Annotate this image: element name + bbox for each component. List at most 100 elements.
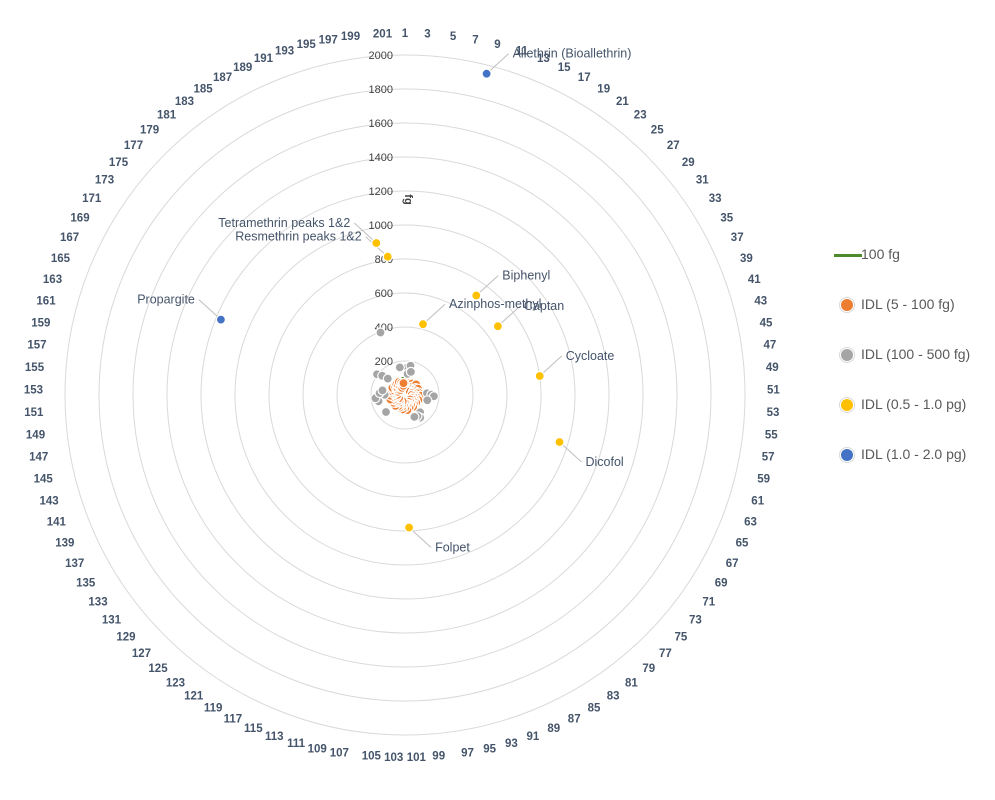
spoke-label: 71 xyxy=(702,596,715,608)
spoke-label: 183 xyxy=(175,96,194,108)
grid-ring xyxy=(166,156,644,634)
spoke-label: 39 xyxy=(740,253,753,265)
grid-ring xyxy=(200,190,610,600)
spoke-label: 193 xyxy=(275,45,294,57)
legend-label: IDL (100 - 500 fg) xyxy=(861,346,971,362)
spoke-label: 107 xyxy=(330,748,349,760)
spoke-label: 7 xyxy=(472,34,478,46)
spoke-label: 81 xyxy=(625,678,638,690)
spoke-label: 87 xyxy=(568,713,581,725)
legend-item-reference: 100 fg xyxy=(828,238,993,288)
spoke-label: 67 xyxy=(726,558,739,570)
spoke-label: 197 xyxy=(319,34,338,46)
spoke-label: 99 xyxy=(432,750,445,762)
spoke-label: 1 xyxy=(402,28,409,40)
spoke-label: 61 xyxy=(751,495,764,507)
spoke-label: 137 xyxy=(65,558,84,570)
data-point-series-1 xyxy=(394,362,405,373)
spoke-label: 187 xyxy=(213,72,232,84)
spoke-label: 177 xyxy=(124,140,143,152)
spoke-label: 133 xyxy=(88,596,107,608)
spoke-label: 189 xyxy=(233,62,252,74)
grid-ring xyxy=(302,292,508,498)
spoke-label: 111 xyxy=(287,738,306,750)
spoke-label: 199 xyxy=(341,31,360,43)
spoke-label: 145 xyxy=(34,474,54,486)
point-callout-label: Tetramethrin peaks 1&2 xyxy=(218,216,350,230)
spoke-label: 83 xyxy=(607,691,620,703)
data-point-series-2 xyxy=(371,237,382,249)
spoke-label: 103 xyxy=(384,752,403,764)
spoke-label: 171 xyxy=(82,193,102,205)
data-point-series-1 xyxy=(377,385,388,396)
radial-tick-label: 1000 xyxy=(369,220,393,232)
spoke-label: 69 xyxy=(715,578,728,590)
spoke-label: 173 xyxy=(95,175,114,187)
point-callout-label: Azinphos-methyl xyxy=(449,297,541,311)
spoke-label: 121 xyxy=(184,691,204,703)
spoke-label: 127 xyxy=(132,648,151,660)
grid-ring xyxy=(370,360,440,430)
spoke-label: 27 xyxy=(667,140,680,152)
data-point-series-1 xyxy=(405,366,416,377)
spoke-label: 21 xyxy=(616,96,629,108)
legend-label: 100 fg xyxy=(861,246,900,262)
spoke-label: 49 xyxy=(766,362,779,374)
spoke-label: 125 xyxy=(148,663,168,675)
point-callout-label: Allethrin (Bioallethrin) xyxy=(513,47,632,61)
spoke-label: 157 xyxy=(27,340,46,352)
data-point-series-2 xyxy=(404,522,415,533)
radial-unit-label: fg xyxy=(402,194,414,204)
spoke-label: 73 xyxy=(689,614,702,626)
spoke-label: 51 xyxy=(767,384,780,396)
spoke-label: 113 xyxy=(265,731,284,743)
data-point-series-1 xyxy=(422,395,433,406)
spoke-label: 149 xyxy=(26,429,45,441)
legend-dot-swatch xyxy=(840,348,854,362)
spoke-label: 93 xyxy=(505,738,518,750)
spoke-label: 57 xyxy=(762,452,775,464)
point-callout-label: Resmethrin peaks 1&2 xyxy=(235,230,362,244)
data-point-series-1 xyxy=(375,327,386,338)
spoke-label: 79 xyxy=(642,663,655,675)
radial-tick-label: 1600 xyxy=(369,118,393,130)
spoke-label: 55 xyxy=(765,429,778,441)
spoke-label: 135 xyxy=(76,578,96,590)
spoke-label: 185 xyxy=(194,83,214,95)
spoke-label: 129 xyxy=(116,632,135,644)
grid-ring xyxy=(132,122,678,668)
point-callout-label: Dicofol xyxy=(586,455,624,469)
spoke-label: 163 xyxy=(43,274,62,286)
spoke-label: 179 xyxy=(140,124,159,136)
legend-dot-swatch xyxy=(840,298,854,312)
spoke-label: 35 xyxy=(720,212,733,224)
spoke-label: 155 xyxy=(25,362,45,374)
spoke-label: 59 xyxy=(757,474,770,486)
radial-tick-label: 2000 xyxy=(369,50,393,62)
legend-dot-swatch xyxy=(840,448,854,462)
spoke-label: 159 xyxy=(31,317,50,329)
grid-ring xyxy=(268,258,542,532)
legend-line-swatch xyxy=(834,254,862,257)
data-point-series-2 xyxy=(534,370,545,382)
spoke-label: 151 xyxy=(24,407,44,419)
spoke-label: 19 xyxy=(597,83,610,95)
spoke-label: 139 xyxy=(55,538,74,550)
data-point-series-1 xyxy=(380,406,392,418)
radial-tick-label: 600 xyxy=(375,288,393,300)
data-points xyxy=(215,68,565,533)
spoke-label: 169 xyxy=(70,212,89,224)
radial-tick-label: 200 xyxy=(375,356,393,368)
spoke-label: 153 xyxy=(24,384,43,396)
grid-ring xyxy=(336,326,474,464)
legend-label: IDL (5 - 100 fg) xyxy=(861,296,955,312)
spoke-label: 31 xyxy=(696,175,709,187)
spoke-label: 85 xyxy=(588,703,601,715)
legend-label: IDL (0.5 - 1.0 pg) xyxy=(861,396,967,412)
point-callout-label: Propargite xyxy=(137,293,195,307)
spoke-label: 109 xyxy=(308,744,327,756)
spoke-label: 77 xyxy=(659,648,672,660)
point-callout-label: Captan xyxy=(524,299,564,313)
